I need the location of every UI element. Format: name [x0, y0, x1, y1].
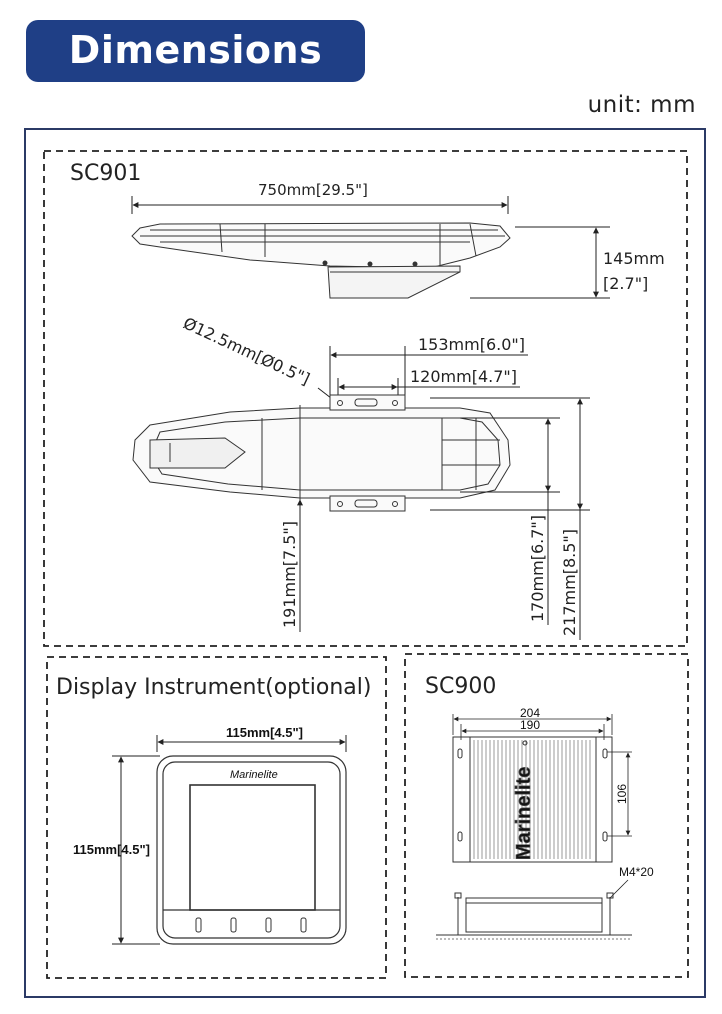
- title-banner: Dimensions: [26, 20, 365, 82]
- width-inner-label: 170mm[6.7"]: [528, 515, 547, 622]
- offset-label: 191mm[7.5"]: [280, 521, 299, 628]
- hole-diameter-label: Ø12.5mm[Ø0.5"]: [180, 313, 312, 388]
- height-inch-label: [2.7"]: [603, 274, 648, 293]
- sc900-inner-width-label: 190: [520, 718, 540, 732]
- sc900-side-drawing: [436, 892, 632, 940]
- mount-dimensions: [329, 346, 528, 395]
- unit-label: unit: mm: [587, 92, 696, 118]
- sc900-outer-width-label: 204: [520, 706, 540, 720]
- length-dimension: [131, 196, 509, 214]
- mount-outer-label: 153mm[6.0"]: [418, 335, 525, 354]
- display-width-label: 115mm[4.5"]: [226, 725, 303, 740]
- page-title: Dimensions: [68, 28, 323, 72]
- display-instrument-drawing: [156, 755, 347, 945]
- display-height-label: 115mm[4.5"]: [73, 842, 150, 857]
- height-label: 145mm: [603, 249, 665, 268]
- display-section: [46, 656, 387, 979]
- sc900-label: SC900: [425, 674, 496, 699]
- sc900-top-drawing: [452, 736, 613, 863]
- sc901-label: SC901: [70, 161, 141, 186]
- display-height-dimension: [112, 755, 160, 945]
- sc900-width-dimensions: [452, 714, 613, 740]
- display-brand-logo: Marinelite: [230, 769, 278, 781]
- display-width-dimension: [156, 735, 347, 752]
- sc901-top-view: [132, 394, 511, 512]
- width-outer-label: 217mm[8.5"]: [560, 529, 579, 636]
- sc901-section: [43, 150, 688, 647]
- height-dimension: [470, 226, 610, 299]
- sc900-height-dimension: [607, 751, 632, 837]
- length-label: 750mm[29.5"]: [258, 181, 368, 199]
- sc900-screw-label: M4*20: [619, 865, 654, 879]
- sc900-brand-logo: Marinelite: [513, 767, 535, 860]
- display-label: Display Instrument(optional): [56, 675, 371, 700]
- width-dimensions: [297, 397, 590, 640]
- sc901-side-view: [131, 222, 511, 299]
- sc900-section: [404, 653, 689, 978]
- mount-inner-label: 120mm[4.7"]: [410, 367, 517, 386]
- sc900-height-label: 106: [615, 784, 629, 804]
- outer-frame: [24, 128, 706, 998]
